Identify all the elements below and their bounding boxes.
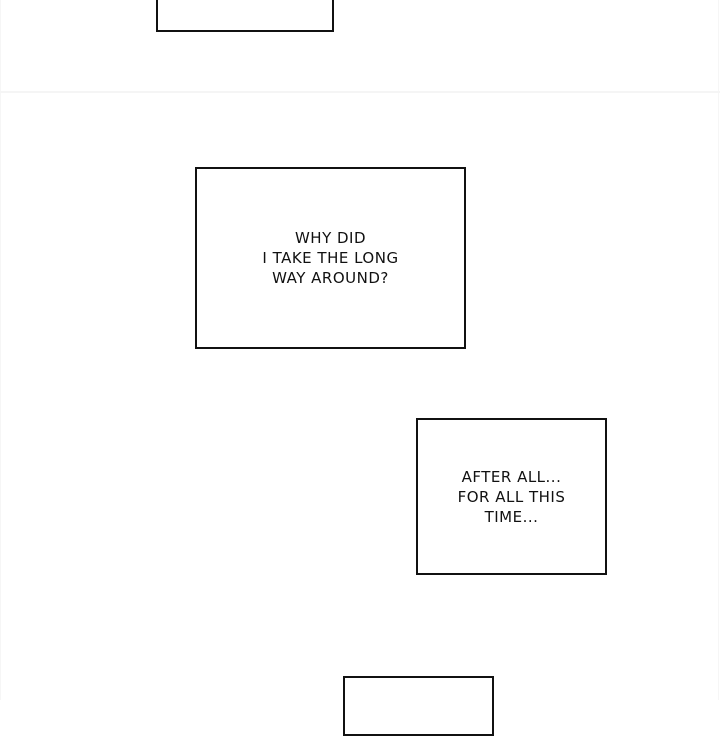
page-divider xyxy=(0,91,720,93)
caption-box-top xyxy=(156,0,334,32)
caption-text: AFTER ALL... FOR ALL THIS TIME... xyxy=(457,467,566,526)
comic-page-top xyxy=(0,0,719,91)
caption-box-long-way: WHY DID I TAKE THE LONG WAY AROUND? xyxy=(195,167,466,349)
caption-text: WHY DID I TAKE THE LONG WAY AROUND? xyxy=(262,229,399,287)
caption-box-after-all: AFTER ALL... FOR ALL THIS TIME... xyxy=(416,418,607,575)
caption-box-bottom xyxy=(343,676,494,736)
